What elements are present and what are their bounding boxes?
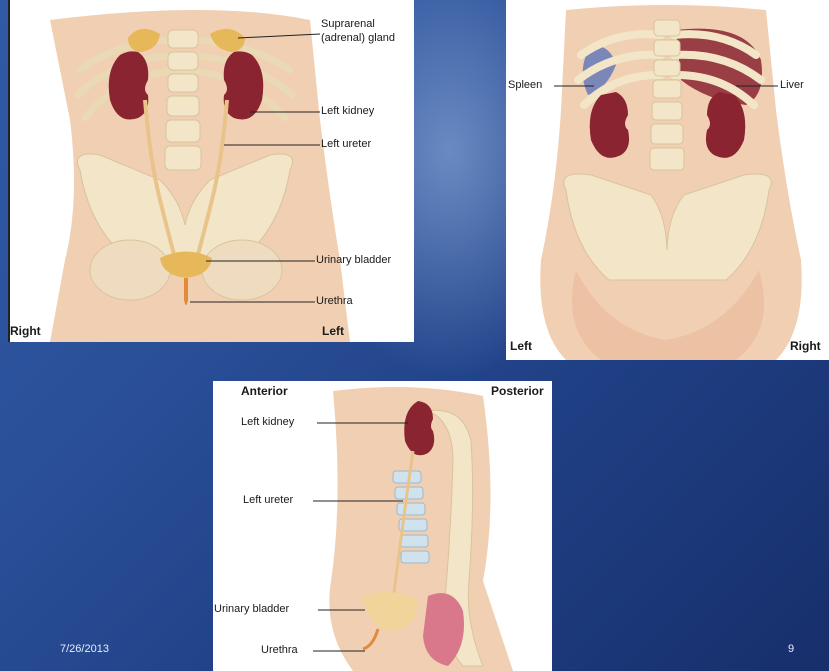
back-view-illustration xyxy=(506,0,829,360)
footer-date: 7/26/2013 xyxy=(60,643,109,655)
footer-page-number: 9 xyxy=(788,643,794,655)
back-view-panel: Spleen Liver Left Right xyxy=(506,0,829,360)
front-view-illustration xyxy=(10,0,414,342)
label-spleen: Spleen xyxy=(508,79,542,92)
label-left-kidney: Left kidney xyxy=(241,416,294,429)
label-left-orientation: Left xyxy=(322,325,344,338)
label-urinary-bladder: Urinary bladder xyxy=(316,254,391,267)
label-left-kidney: Left kidney xyxy=(321,105,374,118)
label-right-orientation: Right xyxy=(10,325,41,338)
label-posterior: Posterior xyxy=(491,385,544,398)
label-left-orientation: Left xyxy=(510,340,532,353)
label-left-ureter: Left ureter xyxy=(243,494,293,507)
label-liver: Liver xyxy=(780,79,804,92)
label-urinary-bladder: Urinary bladder xyxy=(214,603,289,616)
label-right-orientation: Right xyxy=(790,340,821,353)
label-adrenal-line1: Suprarenal xyxy=(321,18,375,31)
front-view-panel: Suprarenal (adrenal) gland Left kidney L… xyxy=(10,0,414,342)
label-urethra: Urethra xyxy=(316,295,353,308)
label-anterior: Anterior xyxy=(241,385,288,398)
label-left-ureter: Left ureter xyxy=(321,138,371,151)
side-view-panel: Anterior Posterior Left kidney Left uret… xyxy=(213,381,552,671)
label-adrenal-line2: (adrenal) gland xyxy=(321,32,395,45)
label-urethra: Urethra xyxy=(261,644,298,657)
